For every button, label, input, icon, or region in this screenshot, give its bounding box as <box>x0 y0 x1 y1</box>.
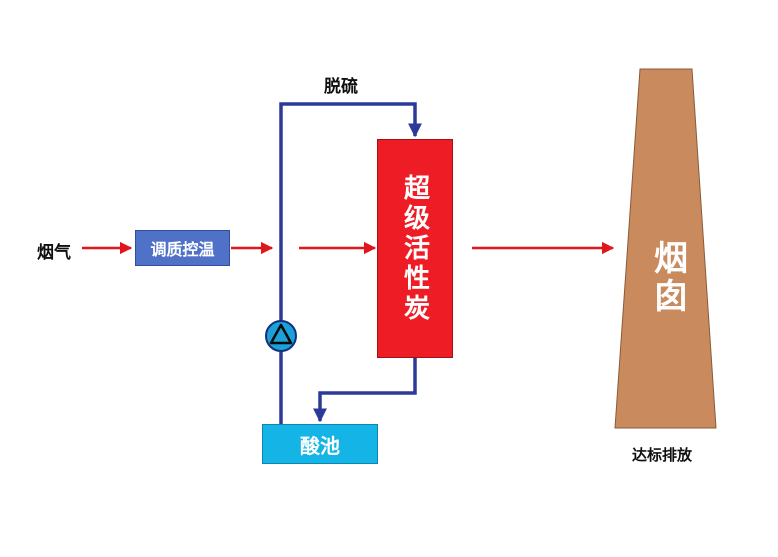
acid-return-line <box>313 358 417 423</box>
temperature-control-box: 调质控温 <box>135 230 230 266</box>
smoke-inlet-label: 烟气 <box>37 243 71 263</box>
desulfurization-label: 脱硫 <box>324 77 358 97</box>
pump-icon <box>265 320 297 352</box>
chimney-shape <box>614 68 717 429</box>
acid-tank-box: 酸池 <box>262 424 378 464</box>
activated-carbon-box: 超级活性炭 <box>377 139 453 358</box>
desulfurization-feed-line <box>279 102 422 424</box>
chimney-label: 烟囱 <box>647 240 688 316</box>
discharge-label: 达标排放 <box>632 446 693 464</box>
